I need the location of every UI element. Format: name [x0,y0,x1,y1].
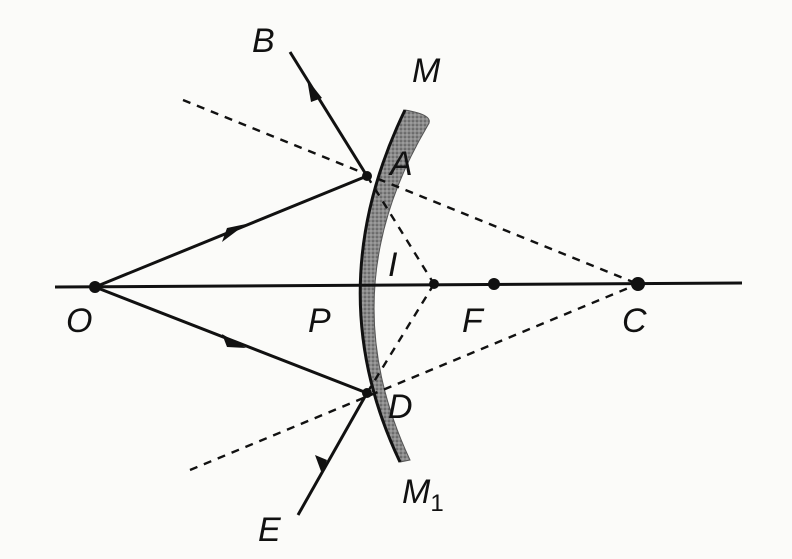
label-P: P [308,302,331,340]
point-C [631,277,645,291]
point-A [362,171,372,181]
arrowhead-OD [222,334,246,348]
point-D [362,388,372,398]
reflected-ray-DE [296,392,369,516]
label-F: F [462,302,485,340]
normal-line-D [189,282,639,472]
label-M1-main: M [402,473,431,511]
label-M1: M1 [402,473,444,517]
principal-axis [54,281,743,289]
normal-line-A [182,98,639,286]
arrowhead-AB [307,79,322,102]
arrowhead-OA [222,224,246,242]
mirror-surface [358,109,407,463]
reflected-ray-AB [288,51,369,177]
label-E: E [258,511,281,549]
label-B: B [252,22,275,60]
label-O: O [66,302,92,340]
point-I [429,279,439,289]
point-O [89,281,101,293]
label-M1-subscript: 1 [430,490,443,517]
virtual-ray-A [365,175,436,285]
label-C: C [622,302,647,340]
label-A: A [388,145,413,183]
point-F [488,278,500,290]
virtual-ray-D [365,283,436,394]
label-I: I [388,246,398,284]
arrowhead-DE [315,455,327,474]
label-D: D [388,388,413,426]
label-M: M [412,52,441,90]
